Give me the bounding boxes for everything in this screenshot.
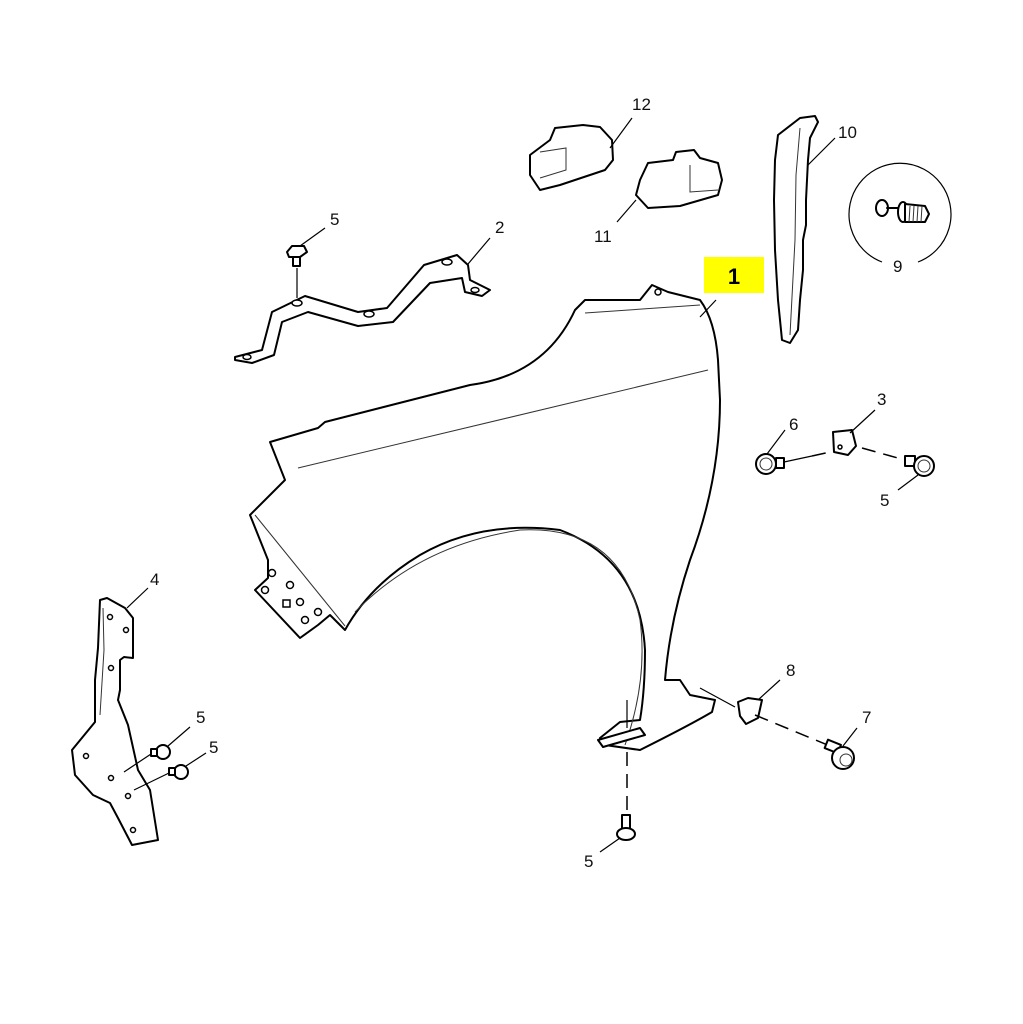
foam-block-part-12[interactable]: 12 (529, 95, 651, 191)
label-6: 6 (789, 415, 798, 434)
insulator-part-10[interactable]: 10 (773, 115, 857, 344)
label-10: 10 (838, 123, 857, 142)
clip-nut-part-3[interactable]: 3 (832, 390, 886, 456)
label-2: 2 (495, 218, 504, 237)
label-3: 3 (877, 390, 886, 409)
fender-part-1[interactable] (249, 284, 721, 751)
label-7: 7 (862, 708, 871, 727)
bolt-part-5-bottom[interactable]: 5 (584, 700, 636, 871)
label-5-left-b: 5 (209, 738, 218, 757)
highlight-box (704, 257, 764, 293)
fender-mounting-tab (260, 568, 323, 625)
bolt-part-5-right[interactable]: 5 (861, 447, 935, 510)
label-5-bottom: 5 (584, 852, 593, 871)
bolt-part-6[interactable]: 6 (755, 415, 831, 475)
label-11: 11 (594, 227, 612, 246)
bracket-part-2[interactable]: 2 (234, 218, 504, 364)
bolt-part-5-left-a[interactable]: 5 (123, 708, 205, 773)
label-5-left-a: 5 (196, 708, 205, 727)
callout-label-1: 1 (728, 264, 740, 289)
label-9: 9 (893, 257, 902, 276)
bolt-part-7[interactable]: 7 (754, 708, 871, 770)
detail-circle-part-9[interactable]: 9 (848, 162, 952, 276)
foam-block-part-11[interactable]: 11 (594, 149, 723, 246)
label-4: 4 (150, 570, 159, 589)
label-5-right: 5 (880, 491, 889, 510)
label-5-top: 5 (330, 210, 339, 229)
bolt-part-5-left-b[interactable]: 5 (133, 738, 218, 791)
label-8: 8 (786, 661, 795, 680)
bolt-part-5-top[interactable]: 5 (286, 210, 339, 298)
callout-part-1[interactable]: 1 (704, 257, 764, 293)
clip-nut-part-8[interactable]: 8 (699, 661, 795, 725)
lower-bracket-part-4[interactable]: 4 (71, 570, 159, 846)
label-12: 12 (632, 95, 651, 114)
